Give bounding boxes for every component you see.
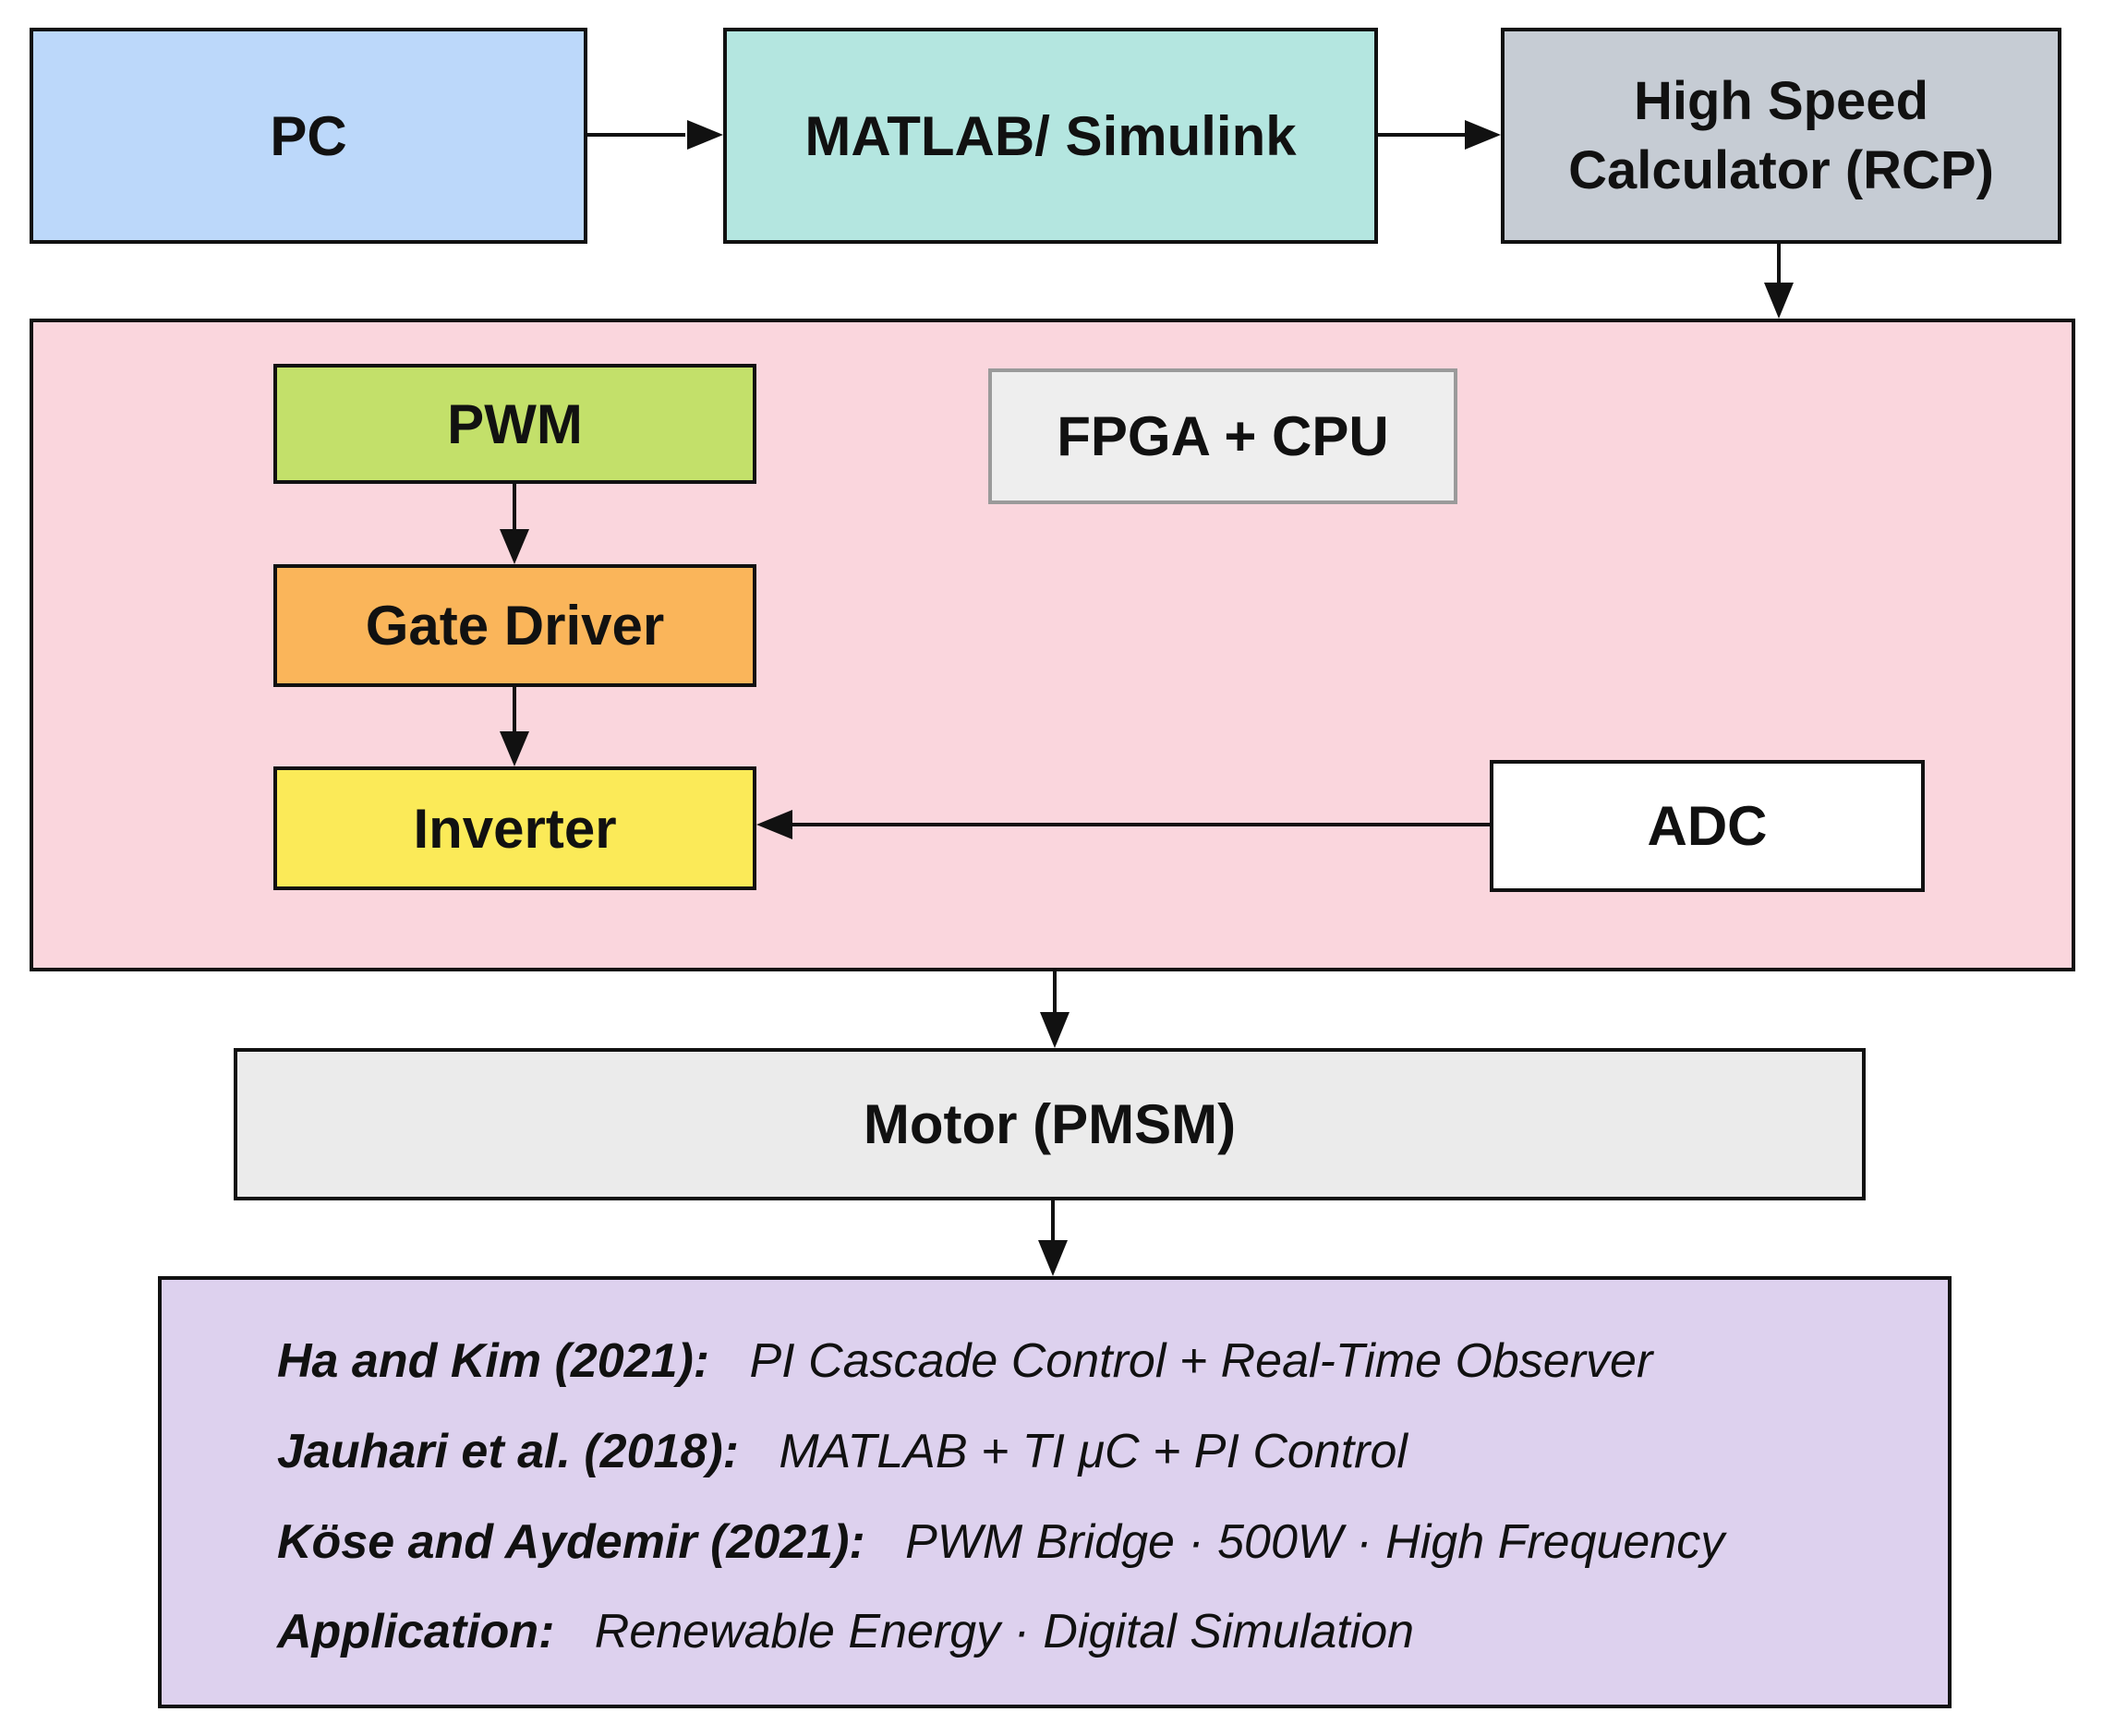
pwm-label: PWM xyxy=(447,392,583,455)
matlab-simulink-block: MATLAB/ Simulink xyxy=(723,28,1378,244)
references-panel: Ha and Kim (2021): PI Cascade Control + … xyxy=(158,1276,1952,1708)
reference-row: Application: Renewable Energy · Digital … xyxy=(277,1608,1414,1656)
inverter-label: Inverter xyxy=(413,797,617,860)
arrowhead-matlab-to-rcp xyxy=(1465,120,1501,150)
gate-driver-label: Gate Driver xyxy=(365,595,665,657)
arrowhead-controller-to-motor xyxy=(1040,1012,1070,1048)
motor-label: Motor (PMSM) xyxy=(863,1093,1237,1155)
reference-text: MATLAB + TI μC + PI Control xyxy=(779,1425,1408,1478)
rcp-block: High Speed Calculator (RCP) xyxy=(1501,28,2061,244)
reference-label: Ha and Kim (2021): xyxy=(277,1334,710,1388)
pc-label: PC xyxy=(270,104,347,167)
matlab-simulink-label: MATLAB/ Simulink xyxy=(804,104,1297,167)
adc-label: ADC xyxy=(1647,795,1768,857)
fpga-cpu-label: FPGA + CPU xyxy=(1057,405,1389,467)
pc-block: PC xyxy=(30,28,587,244)
adc-block: ADC xyxy=(1490,760,1925,892)
reference-row: Köse and Aydemir (2021): PWM Bridge · 50… xyxy=(277,1518,1724,1566)
gate-driver-block: Gate Driver xyxy=(273,564,756,687)
reference-label: Jauhari et al. (2018): xyxy=(277,1425,739,1478)
motor-block: Motor (PMSM) xyxy=(234,1048,1866,1200)
arrowhead-motor-to-references xyxy=(1038,1240,1068,1276)
fpga-cpu-block: FPGA + CPU xyxy=(988,368,1457,504)
reference-text: PI Cascade Control + Real-Time Observer xyxy=(749,1334,1653,1388)
inverter-block: Inverter xyxy=(273,766,756,890)
reference-row: Jauhari et al. (2018): MATLAB + TI μC + … xyxy=(277,1428,1408,1476)
pwm-block: PWM xyxy=(273,364,756,484)
reference-label: Köse and Aydemir (2021): xyxy=(277,1515,865,1569)
arrowhead-rcp-to-controller xyxy=(1764,283,1794,319)
reference-text: Renewable Energy · Digital Simulation xyxy=(594,1605,1415,1658)
reference-label: Application: xyxy=(277,1605,555,1658)
rcp-label-line1: High Speed xyxy=(1633,70,1928,131)
arrowhead-pc-to-matlab xyxy=(687,120,723,150)
reference-text: PWM Bridge · 500W · High Frequency xyxy=(905,1515,1725,1569)
reference-row: Ha and Kim (2021): PI Cascade Control + … xyxy=(277,1337,1652,1385)
rcp-label-line2: Calculator (RCP) xyxy=(1568,140,1994,200)
